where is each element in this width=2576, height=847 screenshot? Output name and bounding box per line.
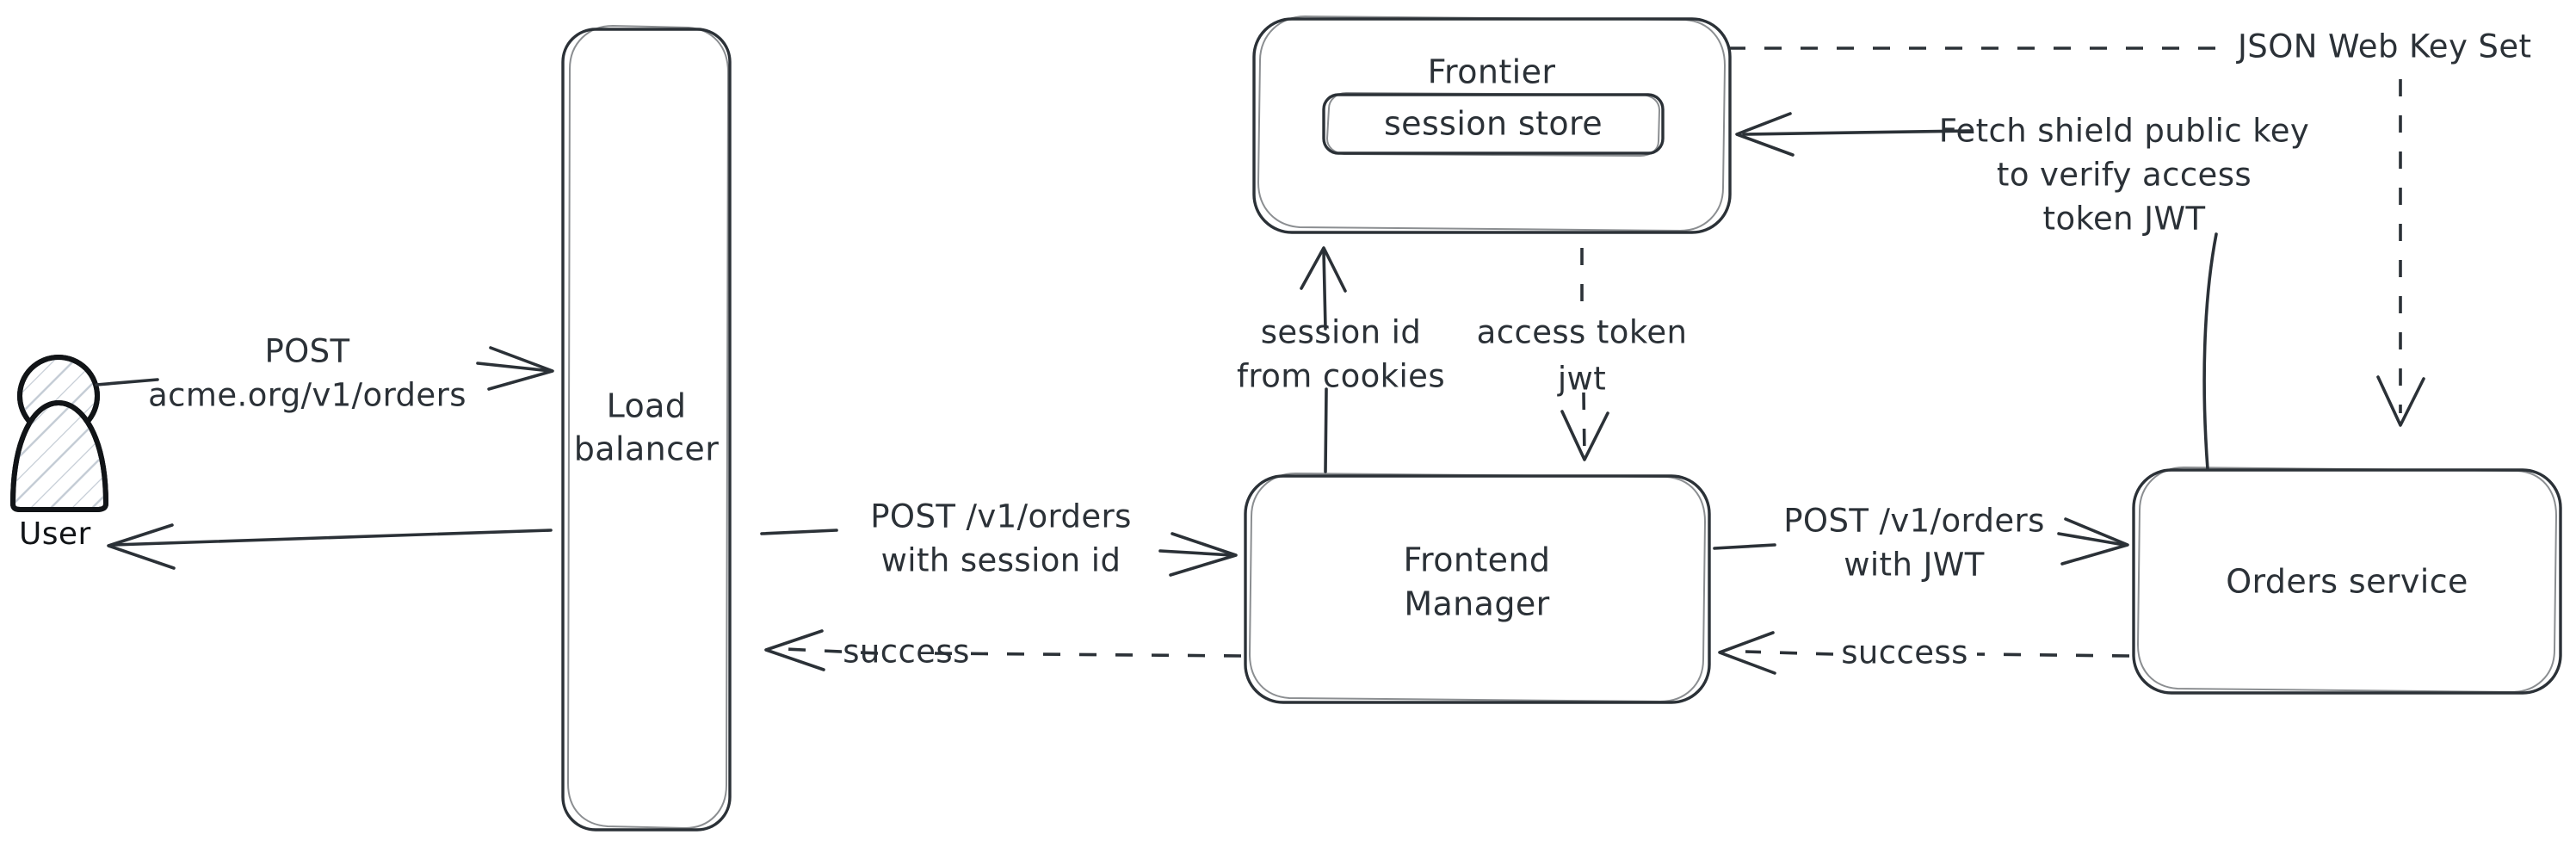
edge-frontier-to-orders-service-jwks: JSON Web Key Set [1728, 28, 2531, 427]
edge-load-balancer-to-frontend-manager: POST /v1/orders with session id [760, 498, 1238, 579]
edge-load-balancer-to-user [107, 523, 553, 570]
node-frontier[interactable]: Frontier session store [1252, 15, 1732, 234]
edge-orders-to-frontier-label-line2: to verify access [1997, 157, 2252, 194]
node-session-store[interactable]: session store [1322, 92, 1665, 157]
node-frontier-label: Frontier [1428, 53, 1556, 91]
edge-lb-to-fm-label-line1: POST /v1/orders [870, 498, 1132, 535]
edge-frontier-to-frontend-manager: access token jwt [1477, 248, 1688, 461]
node-orders-service-label: Orders service [2226, 563, 2468, 601]
edge-orders-to-fm-success-label: success [1841, 634, 1968, 671]
edge-orders-to-frontier-label-line3: token JWT [2043, 201, 2206, 238]
node-session-store-label: session store [1384, 105, 1603, 143]
edge-frontend-manager-to-orders-service: POST /v1/orders with JWT [1713, 503, 2129, 584]
node-load-balancer-label-line1: Load [607, 387, 687, 425]
edge-user-to-load-balancer: POST acme.org/v1/orders [95, 333, 554, 414]
edge-user-to-lb-label-line1: POST [264, 333, 349, 370]
edge-frontier-to-fm-label-line1: access token [1477, 314, 1688, 351]
node-load-balancer[interactable]: Load balancer [561, 25, 732, 832]
edge-fm-to-frontier-label-line1: session id [1261, 314, 1422, 351]
edge-frontier-to-orders-jwks-label: JSON Web Key Set [2236, 28, 2531, 65]
edge-lb-to-fm-label-line2: with session id [881, 542, 1121, 579]
node-orders-service[interactable]: Orders service [2132, 467, 2562, 695]
node-frontend-manager[interactable]: Frontend Manager [1244, 473, 1711, 704]
edge-orders-service-to-frontier-fetch: Fetch shield public key to verify access… [1735, 112, 2309, 471]
person-label: User [19, 516, 91, 552]
edge-frontend-manager-to-frontier: session id from cookies [1237, 246, 1445, 473]
edge-fm-to-lb-success-label: success [843, 634, 970, 671]
edge-orders-service-to-frontend-manager-success: success [1718, 631, 2130, 675]
person-icon [10, 355, 108, 512]
edge-orders-to-frontier-label-line1: Fetch shield public key [1939, 113, 2309, 150]
edge-fm-to-frontier-label-line2: from cookies [1237, 358, 1445, 395]
edge-user-to-lb-label-line2: acme.org/v1/orders [148, 377, 466, 414]
edge-frontier-to-fm-label-line2: jwt [1557, 361, 1606, 398]
node-load-balancer-label-line2: balancer [574, 430, 719, 468]
node-frontend-manager-label-line2: Manager [1404, 585, 1549, 623]
edge-fm-to-orders-label-line2: with JWT [1844, 547, 1985, 584]
node-frontend-manager-label-line1: Frontend [1404, 541, 1551, 579]
edge-fm-to-orders-label-line1: POST /v1/orders [1783, 503, 2045, 540]
edge-frontend-manager-to-load-balancer-success: success [764, 629, 1242, 671]
